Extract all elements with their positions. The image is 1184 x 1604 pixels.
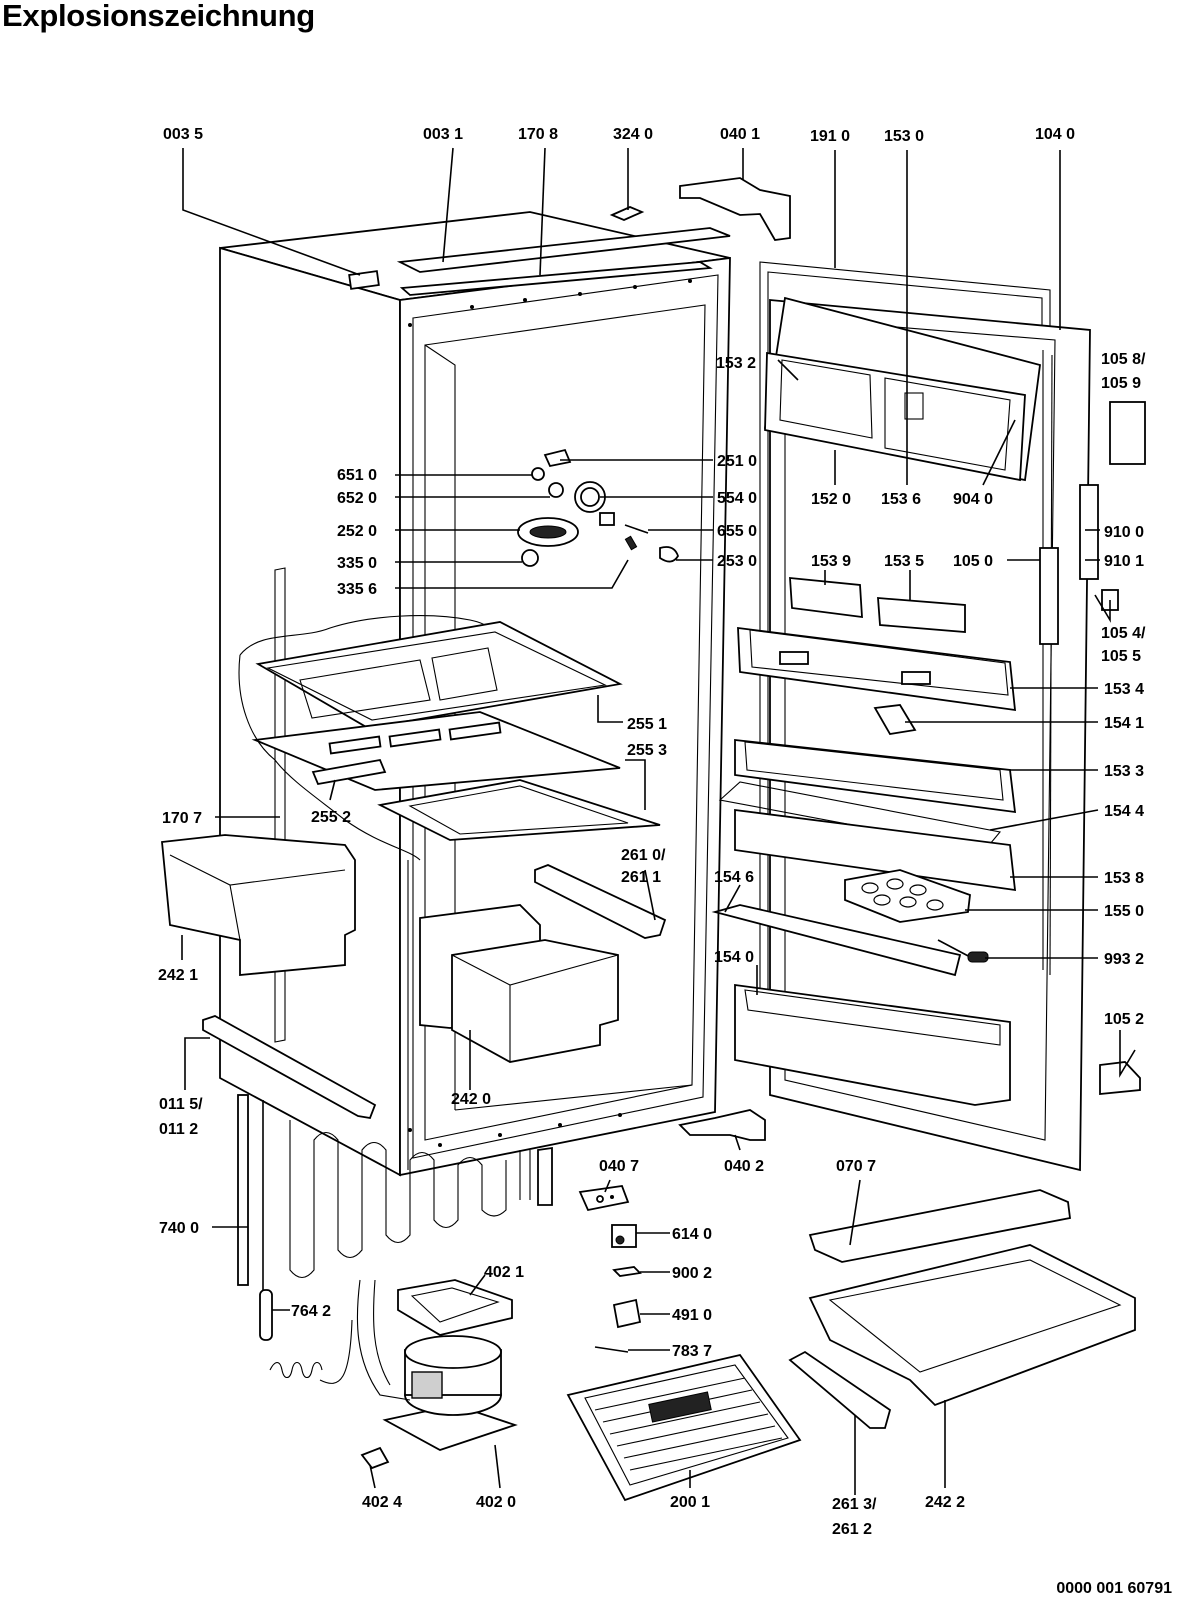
callout-255-3: 255 3 [627,742,667,759]
callout-255-2: 255 2 [311,809,351,826]
callout-554-0: 554 0 [717,490,757,507]
callout-242-2: 242 2 [925,1494,965,1511]
callout-155-0: 155 0 [1104,903,1144,920]
callout-402-4: 402 4 [362,1494,402,1511]
callout-261-3: 261 3/ [832,1496,877,1513]
callout-040-7: 040 7 [599,1158,639,1175]
glass-shelves [238,615,661,861]
callout-200-1: 200 1 [670,1494,710,1511]
callout-255-1: 255 1 [627,716,667,733]
callout-003-1: 003 1 [423,126,463,143]
callout-105-0: 105 0 [953,553,993,570]
callout-261-1: 261 1 [621,869,661,886]
callout-402-1: 402 1 [484,1264,524,1281]
callout-900-2: 900 2 [672,1265,712,1282]
callout-261-2: 261 2 [832,1521,872,1538]
callout-652-0: 652 0 [337,490,377,507]
callout-154-1: 154 1 [1104,715,1144,732]
callout-153-4: 153 4 [1104,681,1144,698]
callout-910-0: 910 0 [1104,524,1144,541]
callout-152-0: 152 0 [811,491,851,508]
callout-011-5: 011 5/ [159,1096,203,1113]
callout-040-1: 040 1 [720,126,760,143]
vegetable-crisper [788,1189,1136,1429]
leader-lines [181,147,1136,1495]
callout-783-7: 783 7 [672,1343,712,1360]
callout-105-5: 105 5 [1101,648,1141,665]
callout-324-0: 324 0 [613,126,653,143]
callout-252-0: 252 0 [337,523,377,540]
callout-491-0: 491 0 [672,1307,712,1324]
callout-170-8: 170 8 [518,126,558,143]
callout-153-0: 153 0 [884,128,924,145]
callout-011-2: 011 2 [159,1121,198,1138]
callout-104-0: 104 0 [1035,126,1075,143]
callout-253-0: 253 0 [717,553,757,570]
callout-910-1: 910 1 [1104,553,1144,570]
callout-154-4: 154 4 [1104,803,1144,820]
callout-651-0: 651 0 [337,467,377,484]
callout-003-5: 003 5 [163,126,203,143]
callout-153-2: 153 2 [716,355,756,372]
callout-335-0: 335 0 [337,555,377,572]
callout-153-8: 153 8 [1104,870,1144,887]
callout-614-0: 614 0 [672,1226,712,1243]
callout-154-6: 154 6 [714,869,754,886]
callout-764-2: 764 2 [291,1303,331,1320]
callout-191-0: 191 0 [810,128,850,145]
callout-335-6: 335 6 [337,581,377,598]
document-number: 0000 001 60791 [1056,1580,1172,1597]
condenser-compressor [237,1094,553,1470]
callout-105-8: 105 8/ [1101,351,1146,368]
door-assembly [711,261,1146,1172]
callout-993-2: 993 2 [1104,951,1144,968]
diagram-title: Explosionszeichnung [2,0,315,33]
callout-904-0: 904 0 [953,491,993,508]
callout-153-3: 153 3 [1104,763,1144,780]
callout-251-0: 251 0 [717,453,757,470]
freezer-drawers [161,834,667,1120]
callout-153-5: 153 5 [884,553,924,570]
callout-740-0: 740 0 [159,1220,199,1237]
small-parts [566,1109,802,1502]
callout-655-0: 655 0 [717,523,757,540]
thermostat-light-assembly [517,448,679,567]
callout-170-7: 170 7 [162,810,202,827]
callout-105-9: 105 9 [1101,375,1141,392]
callout-labels: 003 5 003 1 170 8 324 0 040 1 191 0 153 … [158,126,1146,1538]
callout-261-0: 261 0/ [621,847,666,864]
callout-242-0: 242 0 [451,1091,491,1108]
callout-242-1: 242 1 [158,967,198,984]
callout-040-2: 040 2 [724,1158,764,1175]
callout-402-0: 402 0 [476,1494,516,1511]
callout-105-4: 105 4/ [1101,625,1146,642]
callout-153-6: 153 6 [881,491,921,508]
callout-154-0: 154 0 [714,949,754,966]
callout-153-9: 153 9 [811,553,851,570]
callout-105-2: 105 2 [1104,1011,1144,1028]
callout-070-7: 070 7 [836,1158,876,1175]
